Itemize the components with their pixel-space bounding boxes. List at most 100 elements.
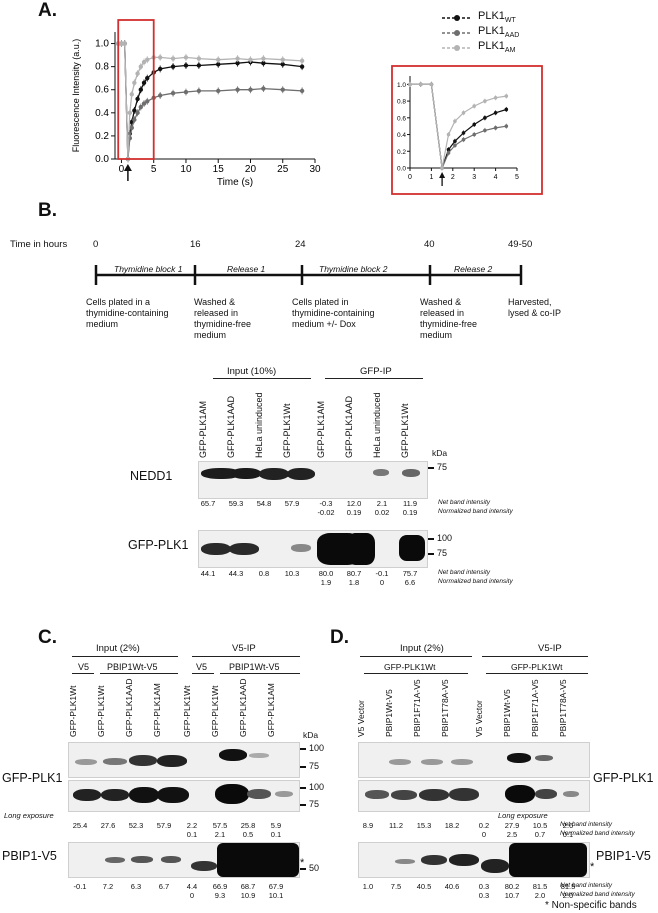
pbip-c-net-value: 67.9 bbox=[268, 882, 284, 891]
gfp-c-net-value: 25.4 bbox=[72, 821, 88, 830]
data-point bbox=[280, 57, 285, 62]
lane-label: GFP-PLK1AM bbox=[266, 683, 276, 737]
data-point bbox=[183, 89, 189, 95]
data-point bbox=[132, 108, 137, 113]
nedd1-net-value: 59.3 bbox=[228, 499, 244, 508]
inset-data-point bbox=[453, 139, 457, 144]
x-tick-label: 20 bbox=[245, 164, 257, 175]
timeline-header: Time in hours bbox=[10, 239, 68, 250]
time-49-50: 49-50 bbox=[508, 239, 533, 250]
c-asterisk: * bbox=[300, 857, 305, 869]
gfp-c-net-value: 5.9 bbox=[270, 821, 282, 830]
data-point bbox=[280, 62, 285, 67]
pbip-c-net-value: 6.7 bbox=[158, 882, 170, 891]
gfp-d-net-value: 10.5 bbox=[532, 821, 548, 830]
inset-data-point bbox=[493, 126, 498, 130]
phase-2: Release 1 bbox=[227, 264, 266, 274]
x-tick-label: 0 bbox=[119, 164, 125, 175]
inset-series-line bbox=[410, 83, 507, 169]
inset-data-point bbox=[446, 151, 451, 155]
d-net-label: Net band intensity bbox=[560, 821, 613, 828]
nedd1-norm-value: 0.19 bbox=[402, 508, 418, 517]
inset-data-point bbox=[461, 111, 466, 115]
inset-x-tick-label: 4 bbox=[494, 174, 498, 181]
pbip1-c-label: PBIP1-V5 bbox=[2, 849, 57, 863]
c-marker-75b: 75 bbox=[309, 799, 320, 809]
data-point bbox=[138, 87, 144, 92]
gfp-c-norm-value: 0.1 bbox=[270, 830, 282, 839]
data-point bbox=[135, 110, 140, 116]
lane-label: HeLa uninduced bbox=[254, 392, 264, 458]
blot-d-sub-gfp-2: GFP-PLK1Wt bbox=[511, 662, 563, 672]
nedd1-net-value: -0.3 bbox=[319, 499, 333, 508]
data-point bbox=[261, 56, 266, 61]
event-4: Harvested, lysed & co-IP bbox=[508, 297, 562, 318]
c-marker-50: 50 bbox=[309, 863, 320, 873]
nedd1-norm-value: -0.02 bbox=[317, 508, 335, 517]
data-point bbox=[135, 71, 140, 76]
time-40: 40 bbox=[424, 239, 435, 250]
inset-x-tick-label: 5 bbox=[515, 174, 519, 181]
data-point bbox=[170, 64, 176, 69]
data-point bbox=[145, 75, 150, 81]
lane-label: PBIP1Wt-V5 bbox=[502, 689, 512, 737]
gfp-plk1-d-label: GFP-PLK1 bbox=[593, 771, 654, 785]
lane-label: GFP-PLK1AM bbox=[152, 683, 162, 737]
x-tick-label: 30 bbox=[309, 164, 321, 175]
pbip-c-net-value: 4.4 bbox=[186, 882, 198, 891]
data-point bbox=[299, 58, 305, 64]
gfp-c-norm-value: 0.1 bbox=[186, 830, 198, 839]
inset-data-point bbox=[453, 119, 457, 123]
inset-arrowhead-icon bbox=[439, 172, 446, 178]
inset-data-point bbox=[483, 99, 487, 103]
y-tick-label: 0.2 bbox=[95, 131, 109, 142]
nedd1-marker-75: 75 bbox=[437, 462, 448, 472]
gfp-plk1-b-label: GFP-PLK1 bbox=[128, 538, 189, 552]
nedd1-net-value: 54.8 bbox=[256, 499, 272, 508]
pbip-d-net-value: 40.6 bbox=[444, 882, 460, 891]
nedd1-label: NEDD1 bbox=[130, 469, 173, 483]
pbip1-d-label: PBIP1-V5 bbox=[596, 849, 651, 863]
inset-y-tick-label: 0.0 bbox=[397, 166, 406, 173]
lane-label: V5 Vector bbox=[356, 700, 366, 737]
blot-b-input-header: Input (10%) bbox=[227, 366, 277, 377]
inset-data-point bbox=[461, 137, 466, 142]
gfp-d-norm-value: 0.7 bbox=[534, 830, 546, 839]
data-point bbox=[183, 63, 189, 68]
gfp-d-norm-value: 2.5 bbox=[506, 830, 518, 839]
gfp-c-net-value: 57.9 bbox=[156, 821, 172, 830]
data-point bbox=[216, 62, 221, 67]
gfp-plk1-c-label: GFP-PLK1 bbox=[2, 771, 63, 785]
y-tick-label: 0.8 bbox=[95, 62, 109, 73]
data-point bbox=[135, 96, 140, 102]
gfp-b-net-value: 44.1 bbox=[200, 569, 216, 578]
data-point bbox=[129, 125, 134, 131]
lane-label: GFP-PLK1AM bbox=[198, 400, 208, 458]
blot-c-input-header: Input (2%) bbox=[96, 643, 140, 654]
data-point bbox=[157, 55, 163, 60]
data-point bbox=[183, 55, 189, 60]
gfp-b-net-value: 80.7 bbox=[346, 569, 362, 578]
y-tick-label: 0.0 bbox=[95, 154, 109, 165]
lane-label: PBIP1F71A-V5 bbox=[412, 679, 422, 737]
inset-series-line bbox=[410, 83, 507, 169]
phase-1: Thymidine block 1 bbox=[114, 264, 183, 274]
phase-3: Thymidine block 2 bbox=[319, 264, 388, 274]
c-marker-75a: 75 bbox=[309, 761, 320, 771]
panel-a-letter: A. bbox=[38, 0, 57, 21]
inset-data-point bbox=[408, 82, 412, 87]
panel-d-letter: D. bbox=[330, 627, 349, 648]
gfp-plk1-d-blot bbox=[358, 742, 590, 778]
inset-data-point bbox=[504, 94, 509, 98]
pbip-d-norm-value: 0.3 bbox=[478, 891, 490, 900]
inset-data-point bbox=[472, 122, 476, 127]
event-2: Cells plated in thymidine-containing med… bbox=[292, 297, 375, 329]
blot-b-kda: kDa bbox=[432, 448, 448, 458]
inset-data-point bbox=[446, 147, 451, 152]
event-3: Washed & released in thymidine-free medi… bbox=[420, 297, 478, 340]
data-point bbox=[216, 88, 221, 94]
pbip1-c-blot bbox=[68, 842, 300, 878]
series-line bbox=[118, 42, 303, 160]
phase-4: Release 2 bbox=[454, 264, 493, 274]
